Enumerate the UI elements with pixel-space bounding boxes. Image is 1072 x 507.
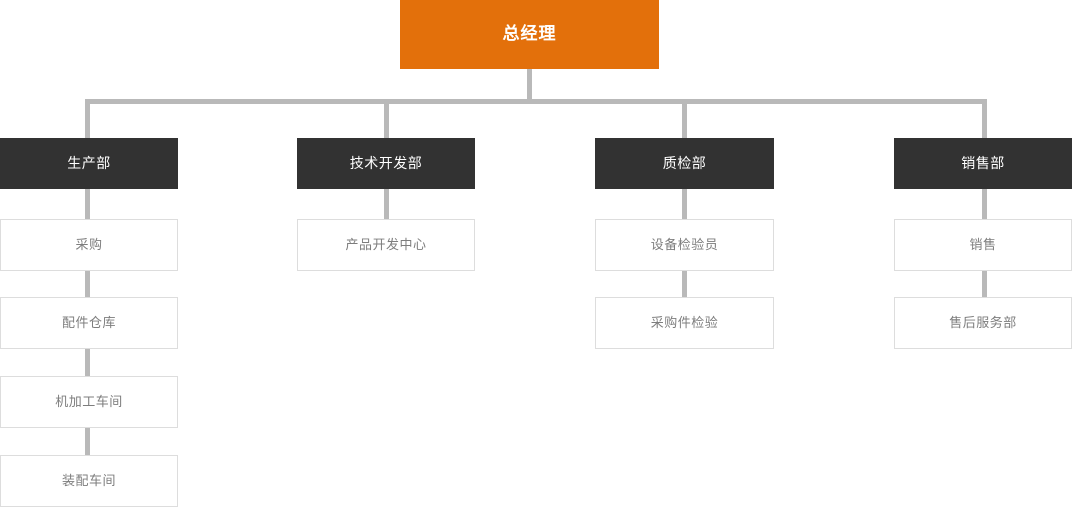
org-node-dept-2-child-1[interactable]: 产品开发中心 — [297, 219, 475, 271]
org-node-dept-1-child-4[interactable]: 装配车间 — [0, 455, 178, 507]
org-node-dept-1-child-2-label: 配件仓库 — [61, 315, 116, 331]
org-node-dept-3-child-2-label: 采购件检验 — [650, 315, 719, 331]
connector-root-stem — [527, 69, 532, 103]
org-node-dept-3[interactable]: 质检部 — [595, 138, 774, 189]
org-node-dept-2-child-1-label: 产品开发中心 — [345, 237, 427, 253]
org-node-dept-1-child-3[interactable]: 机加工车间 — [0, 376, 178, 428]
org-node-dept-4-child-1-label: 销售 — [969, 237, 997, 253]
connector-bus-to-dept-3 — [682, 99, 687, 138]
org-node-dept-1-label: 生产部 — [67, 155, 111, 172]
org-node-dept-1-child-4-label: 装配车间 — [61, 473, 116, 489]
connector-dept-4-to-child-2 — [982, 271, 987, 298]
org-node-dept-4-label: 销售部 — [961, 155, 1005, 172]
org-node-dept-3-child-1[interactable]: 设备检验员 — [595, 219, 774, 271]
connector-horizontal-bus — [85, 99, 987, 104]
org-node-dept-2-label: 技术开发部 — [349, 155, 423, 172]
connector-dept-1-to-child-1 — [85, 189, 90, 220]
org-node-dept-3-label: 质检部 — [662, 155, 707, 172]
connector-dept-3-to-child-2 — [682, 271, 687, 298]
org-node-dept-2[interactable]: 技术开发部 — [297, 138, 475, 189]
connector-bus-to-dept-2 — [384, 99, 389, 138]
org-node-dept-1-child-2[interactable]: 配件仓库 — [0, 297, 178, 349]
connector-bus-to-dept-4 — [982, 99, 987, 138]
org-node-dept-4-child-2[interactable]: 售后服务部 — [894, 297, 1072, 349]
org-node-root-label: 总经理 — [502, 24, 557, 44]
org-node-dept-3-child-1-label: 设备检验员 — [650, 237, 719, 253]
org-node-dept-1[interactable]: 生产部 — [0, 138, 178, 189]
connector-dept-1-to-child-2 — [85, 271, 90, 298]
org-node-dept-3-child-2[interactable]: 采购件检验 — [595, 297, 774, 349]
org-node-dept-4-child-2-label: 售后服务部 — [949, 315, 1017, 331]
org-node-dept-1-child-3-label: 机加工车间 — [55, 394, 123, 410]
org-node-dept-1-child-1[interactable]: 采购 — [0, 219, 178, 271]
connector-bus-to-dept-1 — [85, 99, 90, 138]
org-node-root[interactable]: 总经理 — [400, 0, 659, 69]
connector-dept-3-to-child-1 — [682, 189, 687, 220]
org-node-dept-1-child-1-label: 采购 — [75, 237, 103, 253]
connector-dept-4-to-child-1 — [982, 189, 987, 220]
connector-dept-2-to-child-1 — [384, 189, 389, 220]
connector-dept-1-to-child-3 — [85, 349, 90, 377]
connector-dept-1-to-child-4 — [85, 428, 90, 456]
org-node-dept-4[interactable]: 销售部 — [894, 138, 1072, 189]
org-node-dept-4-child-1[interactable]: 销售 — [894, 219, 1072, 271]
